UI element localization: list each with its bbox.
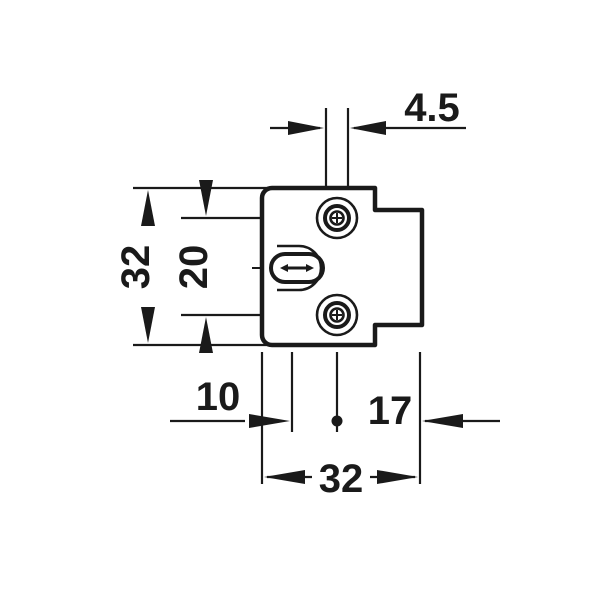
arrowhead-45-left [288, 121, 324, 135]
arrowhead-10-right [249, 414, 290, 428]
dimension-label-10: 10 [196, 375, 241, 419]
screw-hole-bottom-inner-circle [329, 307, 345, 323]
plate-profile-path [259, 185, 425, 348]
arrowhead-32v-top [141, 190, 155, 226]
screw-hole-bottom-outer-circle [315, 293, 359, 337]
dimension-label-20: 20 [172, 245, 216, 290]
slot-inner-shape [269, 252, 325, 284]
center-point-marker-dot [331, 415, 343, 427]
dimension-label-4-5: 4.5 [404, 86, 460, 130]
arrowhead-32v-bottom [141, 307, 155, 343]
part-outline-group [259, 185, 425, 348]
slot-adjust-arrow-head-right [306, 264, 314, 272]
dimension-label-32-vertical: 32 [114, 245, 158, 290]
arrowhead-20-bottom [199, 317, 213, 353]
dimension-label-17: 17 [368, 389, 413, 433]
arrowhead-20-top [199, 180, 213, 216]
screw-hole-top-inner-circle [329, 210, 345, 226]
screw-hole-bottom-mid-circle [323, 301, 351, 329]
adjustment-slot-group [269, 244, 325, 292]
arrowhead-45-right [350, 121, 386, 135]
arrowhead-32h-left [264, 470, 305, 484]
screw-hole-top-mid-circle [323, 204, 351, 232]
screw-holes-group [315, 196, 359, 337]
screw-hole-top-outer-circle [315, 196, 359, 240]
arrowhead-32h-right [377, 470, 418, 484]
arrowhead-17-left [422, 414, 463, 428]
slot-adjust-arrow-head-left [280, 264, 288, 272]
dimension-label-32-horizontal: 32 [319, 457, 364, 501]
arrowheads-group [141, 121, 463, 484]
